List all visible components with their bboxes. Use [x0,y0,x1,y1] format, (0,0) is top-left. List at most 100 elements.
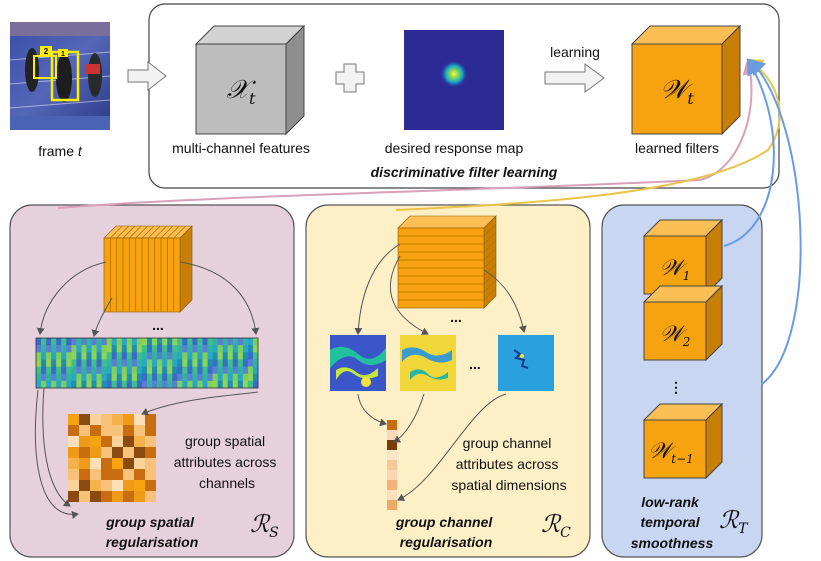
strip-cell [121,373,128,382]
grid-cell [90,425,101,436]
channel-slice-line [483,271,497,285]
column-cell [387,470,397,480]
strip-cell [91,366,97,375]
strip-cell [101,359,107,367]
strip-cell [227,352,234,360]
strip-cell [217,352,223,360]
strip-cell [81,359,87,367]
channel-arrow-1 [354,243,401,335]
strip-cell [106,345,112,353]
spatial-feature-cube [103,225,193,313]
strip-cell [66,345,72,353]
strip-cell [227,373,234,382]
strip-cell [91,380,97,389]
strip-cell [101,380,107,389]
strip-cell [56,373,62,382]
strip-cell [111,373,118,382]
frame-label: frame t [38,143,83,159]
strip-cell [242,352,249,360]
strip-cell [222,373,229,382]
strip-cell [247,380,254,389]
strip-cell [86,338,92,346]
strip-cell [252,380,259,389]
learning-label: learning [550,44,600,60]
strip-cell [207,338,213,346]
grid-cell [90,469,101,480]
strip-cell [182,359,188,367]
strip-cell [61,338,67,346]
strip-cell [41,338,47,346]
strip-cell [232,366,239,375]
grid-cell [145,469,156,480]
strip-cell [172,380,178,389]
strip-cell [116,373,123,382]
grid-cell [145,425,156,436]
strip-cell [86,380,92,389]
strip-cell [36,373,42,382]
strip-cell [96,338,102,346]
strip-cell [141,338,148,346]
strip-cell [192,345,198,353]
grid-cell [101,425,112,436]
response-label: desired response map [385,140,524,156]
strip-cell [212,359,218,367]
strip-cell [131,352,138,360]
strip-cell [177,359,183,367]
spatial-arrow-mid [91,297,113,337]
strip-cell [207,373,213,382]
strip-cell [202,352,208,360]
strip-cell [91,338,97,346]
strip-cell [212,338,218,346]
temporal-cube-1 [642,218,724,296]
channel-arrow-4 [357,393,387,427]
strip-cell [56,366,62,375]
strip-cell [167,366,173,375]
strip-cell [167,359,173,367]
strip-cell [136,345,143,353]
strip-cell [61,373,67,382]
spatial-slice-line [116,225,129,239]
strip-cell [182,352,188,360]
spatial-arrow-back [141,391,259,416]
strip-cell [207,352,213,360]
column-cell [387,490,397,500]
strip-cell [66,366,72,375]
strip-cell [121,366,128,375]
strip-cell [41,352,47,360]
strip-cell [76,352,82,360]
strip-cell [86,359,92,367]
strip-cell [197,338,203,346]
grid-cell [123,447,134,458]
strip-cell [177,338,183,346]
strip-cell [157,345,163,353]
strip-cell [61,359,67,367]
strip-cell [71,380,77,389]
strip-cell [247,359,254,367]
strip-cell [157,338,163,346]
strip-cell [167,338,173,346]
strip-cell [71,366,77,375]
strip-cell [66,373,72,382]
strip-cell [111,352,118,360]
strip-cell [136,352,143,360]
strip-cell [187,345,193,353]
grid-cell [79,414,90,425]
strip-cell [106,338,112,346]
strip-cell [61,380,67,389]
strip-cell [177,373,183,382]
strip-cell [187,352,193,360]
strip-cell [162,345,168,353]
strip-cell [46,359,52,367]
grid-cell [79,425,90,436]
strip-cell [167,373,173,382]
channel-caption: group channel attributes across spatial … [451,435,566,493]
strip-cell [116,352,123,360]
strip-cell [46,366,52,375]
strip-cell [162,338,168,346]
strip-cell [237,352,244,360]
strip-cell [41,345,47,353]
strip-cell [36,345,42,353]
channel-feedback-arrow [395,58,781,211]
strip-cell [232,380,239,389]
